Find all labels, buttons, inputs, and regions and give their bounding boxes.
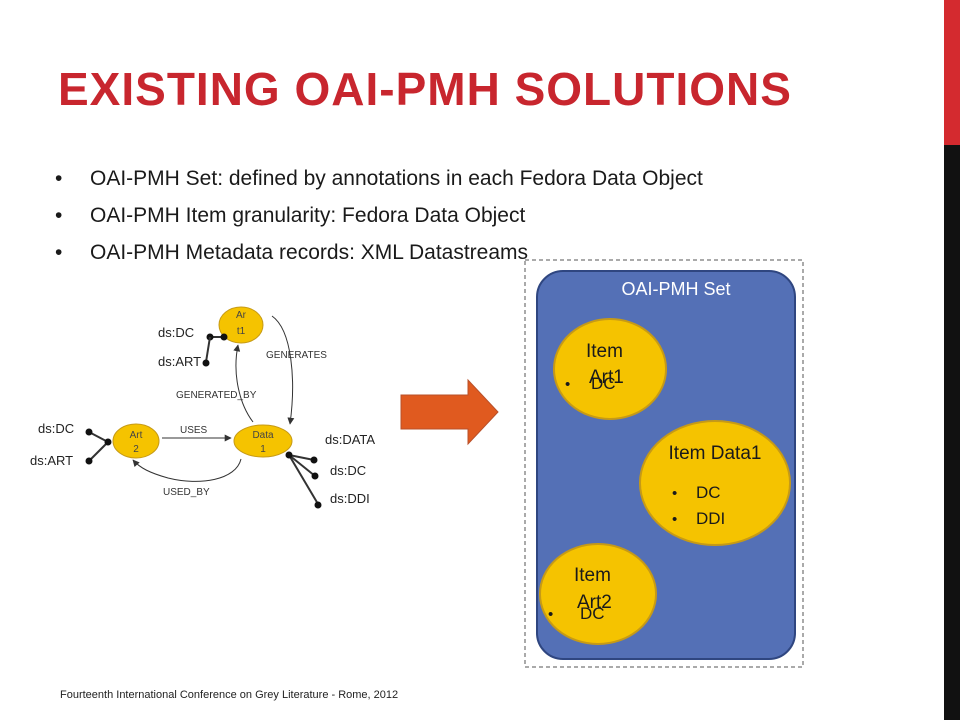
bullet-metadata-records: OAI-PMH Metadata records: XML Datastream… (55, 234, 703, 271)
edge-generated-by (233, 344, 254, 423)
slide-title: EXISTING OAI-PMH SOLUTIONS (58, 63, 792, 115)
item-art1-record-dc: DC (591, 374, 616, 393)
node-art1-label-2: t1 (237, 326, 246, 337)
art2-ds-dc-connector (88, 431, 109, 443)
data1-ds-data-label: ds:DATA (325, 432, 375, 447)
item-data1-bullet-1: • (672, 485, 677, 502)
data1-ds-ddi-label: ds:DDI (330, 491, 370, 506)
item-art1-bullet: • (565, 376, 570, 393)
art1-ds-art-connector (205, 336, 211, 363)
bullet-set: OAI-PMH Set: defined by annotations in e… (55, 160, 703, 197)
bullet-list: OAI-PMH Set: defined by annotations in e… (55, 160, 703, 271)
item-data1-record-dc: DC (696, 483, 721, 502)
node-data1: Data 1 (233, 424, 293, 458)
node-art2-label-2: 2 (133, 444, 139, 455)
data1-ds-dc-label: ds:DC (330, 463, 366, 478)
item-data1-record-ddi: DDI (696, 509, 725, 528)
item-art2-bullet: • (548, 606, 553, 623)
node-data1-label-1: Data (252, 430, 274, 441)
sidebar-black-strip (944, 0, 960, 720)
slide-footer: Fourteenth International Conference on G… (60, 689, 399, 701)
art2-ds-dc-label: ds:DC (38, 421, 74, 436)
item-data1: Item Data1 • DC • DDI (639, 420, 791, 546)
edge-generated-by-label: GENERATED_BY (176, 390, 257, 401)
item-art2-title-2: Art2 (577, 592, 612, 613)
data1-ds-ddi-connector (288, 454, 319, 505)
node-art1-label-1: Ar (236, 310, 247, 321)
item-art2: Item Art2 • DC (539, 543, 657, 645)
edge-used-by-label: USED_BY (163, 487, 210, 498)
art2-ds-art-connector (88, 441, 109, 462)
bullet-item-granularity: OAI-PMH Item granularity: Fedora Data Ob… (55, 197, 703, 234)
data1-ds-dc-connector (288, 454, 316, 477)
data1-ds-data-connector (288, 454, 315, 461)
item-art1-title-1: Item (586, 341, 623, 362)
node-art2-label-1: Art (130, 430, 143, 441)
edge-generates (271, 315, 295, 425)
art1-ds-art-label: ds:ART (158, 354, 201, 369)
art2-ds-art-label: ds:ART (30, 453, 73, 468)
transform-arrow-icon (400, 378, 499, 446)
item-art1: Item Art1 • DC (553, 318, 667, 420)
art1-ds-dc-label: ds:DC (158, 325, 194, 340)
edge-uses-label: USES (180, 425, 208, 436)
node-art1: Ar t1 (218, 306, 264, 344)
item-data1-bullet-2: • (672, 511, 677, 528)
edge-generates-label: GENERATES (266, 350, 327, 361)
item-art2-record-dc: DC (580, 604, 605, 623)
item-data1-title: Item Data1 (669, 443, 762, 464)
item-art2-title-1: Item (574, 565, 611, 586)
edge-used-by (132, 458, 242, 482)
item-art1-title-2: Art1 (589, 367, 624, 388)
oai-set-label: OAI-PMH Set (621, 279, 730, 299)
node-art2: Art 2 (112, 423, 160, 459)
sidebar-red-accent (944, 0, 960, 145)
node-data1-label-2: 1 (260, 444, 266, 455)
